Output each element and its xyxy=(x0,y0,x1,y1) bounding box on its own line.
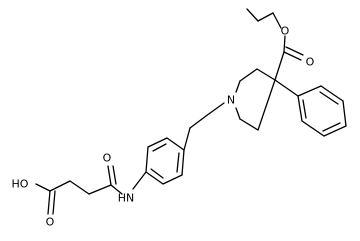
bond-ph-4 xyxy=(323,125,347,137)
bond-ph-6 xyxy=(297,95,303,122)
bond-pip-5 xyxy=(239,118,259,131)
bond-amide-co-2 xyxy=(112,165,117,185)
atom-ester-oxygen: O xyxy=(281,25,290,38)
bond-bz-3 xyxy=(145,146,149,173)
bond-bz-2 xyxy=(147,137,168,148)
bond-ester-c-quat xyxy=(274,51,285,81)
bond-ph-3 xyxy=(342,100,347,127)
bond-ph-inner-2 xyxy=(322,122,341,132)
bond-ester-o-ch2 xyxy=(272,12,282,29)
bond-ethyl-1 xyxy=(246,8,259,22)
bond-pip-1 xyxy=(256,68,276,81)
bond-pip-2 xyxy=(239,68,258,82)
atom-amide-oxygen: O xyxy=(103,152,112,165)
bond-bz-inner-3 xyxy=(176,152,180,173)
bond-ethyl-2 xyxy=(257,12,274,22)
bond-ph-1 xyxy=(297,85,322,97)
bond-n-ch2 xyxy=(205,102,225,117)
bond-quat-phenyl xyxy=(274,79,299,97)
bond-ph-5 xyxy=(301,120,325,137)
bond-pip-4 xyxy=(235,107,241,120)
bond-bz-4 xyxy=(145,171,164,185)
bond-ring-nh xyxy=(132,171,147,190)
bond-pip-3 xyxy=(235,80,241,93)
bond-ph-2 xyxy=(320,85,344,102)
bond-ch2-ch2 xyxy=(189,115,207,129)
bond-acid-co-2 xyxy=(52,190,56,215)
atom-amide-nh: HN xyxy=(118,192,135,205)
bond-chain-1 xyxy=(88,184,112,195)
bond-bz-inner-2 xyxy=(150,168,164,179)
bond-carbonyl-2 xyxy=(285,46,304,56)
bond-bz-inner-1 xyxy=(152,143,167,152)
atom-ester-carbonyl-oxygen: O xyxy=(306,56,315,69)
bond-ph-inner-1 xyxy=(319,91,339,105)
bond-nh-c xyxy=(110,184,123,195)
bond-acid-oh xyxy=(35,183,51,192)
bond-carbonyl-1 xyxy=(283,51,302,61)
bond-chain-2 xyxy=(69,180,90,195)
bond-chain-3 xyxy=(49,180,71,192)
atom-labels: O O N HN O HO O xyxy=(12,25,315,229)
bond-ph-inner-3 xyxy=(302,99,307,119)
bond-bz-6 xyxy=(181,149,185,176)
bond-amide-co-1 xyxy=(107,165,112,186)
atom-piperidine-nitrogen: N xyxy=(227,94,235,107)
bond-pip-6 xyxy=(257,79,276,131)
atom-acid-hydroxyl: HO xyxy=(12,178,29,191)
bond-bz-1 xyxy=(166,137,185,151)
bond-ester-o-c xyxy=(283,35,286,53)
bond-ch2-ring xyxy=(183,127,191,151)
bond-lines xyxy=(35,8,347,215)
bond-acid-co-1 xyxy=(47,190,51,215)
bond-bz-5 xyxy=(162,174,183,185)
atom-acid-carbonyl-oxygen: O xyxy=(46,216,55,229)
